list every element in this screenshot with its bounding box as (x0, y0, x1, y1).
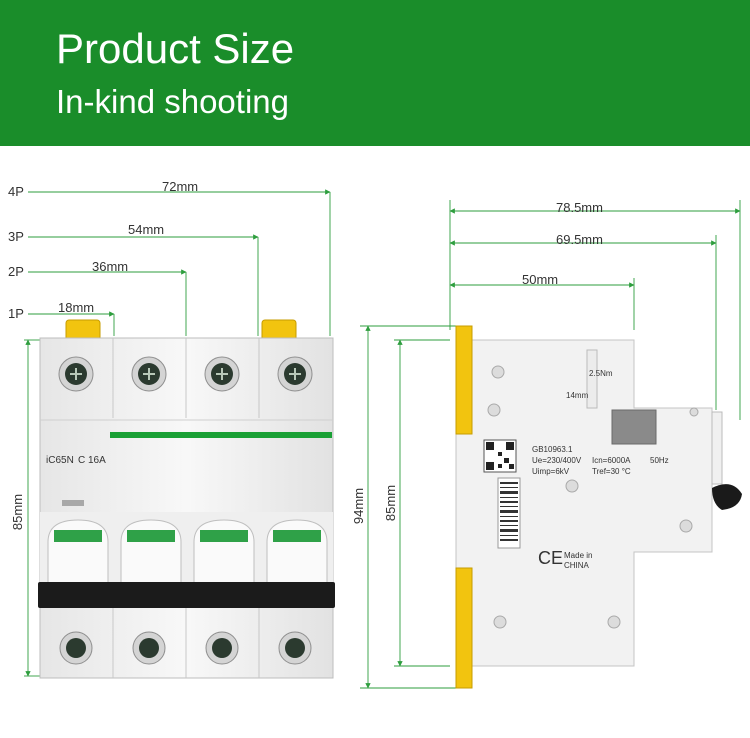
side-rivets (487, 365, 699, 629)
terminal-slot (586, 349, 598, 409)
front-height-dimension (24, 339, 40, 677)
toggle-handles (47, 519, 328, 585)
pole-label-3p: 3P (8, 229, 24, 244)
din-clip-top (455, 325, 473, 435)
strip-length-text: 14mm (566, 391, 589, 400)
terminal-screw-icon (132, 631, 166, 665)
side-height-label-1: 94mm (351, 488, 366, 524)
qr-code-icon (483, 439, 517, 473)
din-clip-bottom (455, 567, 473, 689)
width-label-3p: 54mm (128, 222, 164, 237)
green-accent-stripe (110, 432, 332, 438)
torque-text: 2.5Nm (589, 369, 613, 378)
toggle-lever (711, 411, 742, 510)
side-width-label-3: 50mm (522, 272, 558, 287)
pole-dividers (112, 338, 260, 678)
indicator-window (62, 500, 84, 506)
bottom-terminals (59, 631, 312, 665)
terminal-screw-icon (59, 631, 93, 665)
spec-voltage: Ue=230/400V (532, 456, 582, 465)
spec-standard: GB10963.1 (532, 445, 573, 454)
banner-title: Product Size (56, 25, 295, 72)
width-label-2p: 36mm (92, 259, 128, 274)
pole-label-4p: 4P (8, 184, 24, 199)
side-view: 78.5mm 69.5mm 50mm 94mm 85mm (351, 200, 742, 689)
terminal-screw-icon (205, 631, 239, 665)
width-label-4p: 72mm (162, 179, 198, 194)
made-in-line-2: CHINA (564, 561, 590, 570)
top-terminals (58, 356, 313, 392)
pole-label-1p: 1P (8, 306, 24, 321)
ce-mark-icon: CE (538, 548, 563, 568)
terminal-screw-icon (204, 356, 240, 392)
product-size-diagram: 4P 3P 2P 1P 72mm 54mm 36mm 18mm 85mm (8, 179, 742, 689)
terminal-screw-icon (131, 356, 167, 392)
side-window (611, 409, 657, 445)
terminal-screw-icon (277, 356, 313, 392)
header-banner: Product Size In-kind shooting (0, 0, 750, 146)
banner-subtitle: In-kind shooting (56, 83, 289, 120)
front-width-dimensions (28, 189, 331, 336)
barcode-icon (497, 477, 521, 549)
side-height-label-2: 85mm (383, 485, 398, 521)
width-label-1p: 18mm (58, 300, 94, 315)
side-height-dimensions (360, 325, 460, 689)
side-width-label-1: 78.5mm (556, 200, 603, 215)
model-text: iC65N (46, 455, 74, 466)
terminal-screw-icon (58, 356, 94, 392)
side-body (455, 339, 713, 667)
spec-temperature: Tref=30 °C (592, 467, 631, 476)
pole-label-2p: 2P (8, 264, 24, 279)
handle-bar (38, 582, 335, 608)
rating-text: C 16A (78, 455, 106, 466)
front-view: 4P 3P 2P 1P 72mm 54mm 36mm 18mm 85mm (8, 179, 335, 679)
terminal-screw-icon (278, 631, 312, 665)
front-height-label: 85mm (10, 494, 25, 530)
side-width-label-2: 69.5mm (556, 232, 603, 247)
made-in-line-1: Made in (564, 551, 592, 560)
spec-impulse: Uimp=6kV (532, 467, 570, 476)
spec-breaking-capacity: Icn=6000A (592, 456, 631, 465)
side-width-dimensions (449, 200, 741, 420)
spec-frequency: 50Hz (650, 456, 669, 465)
